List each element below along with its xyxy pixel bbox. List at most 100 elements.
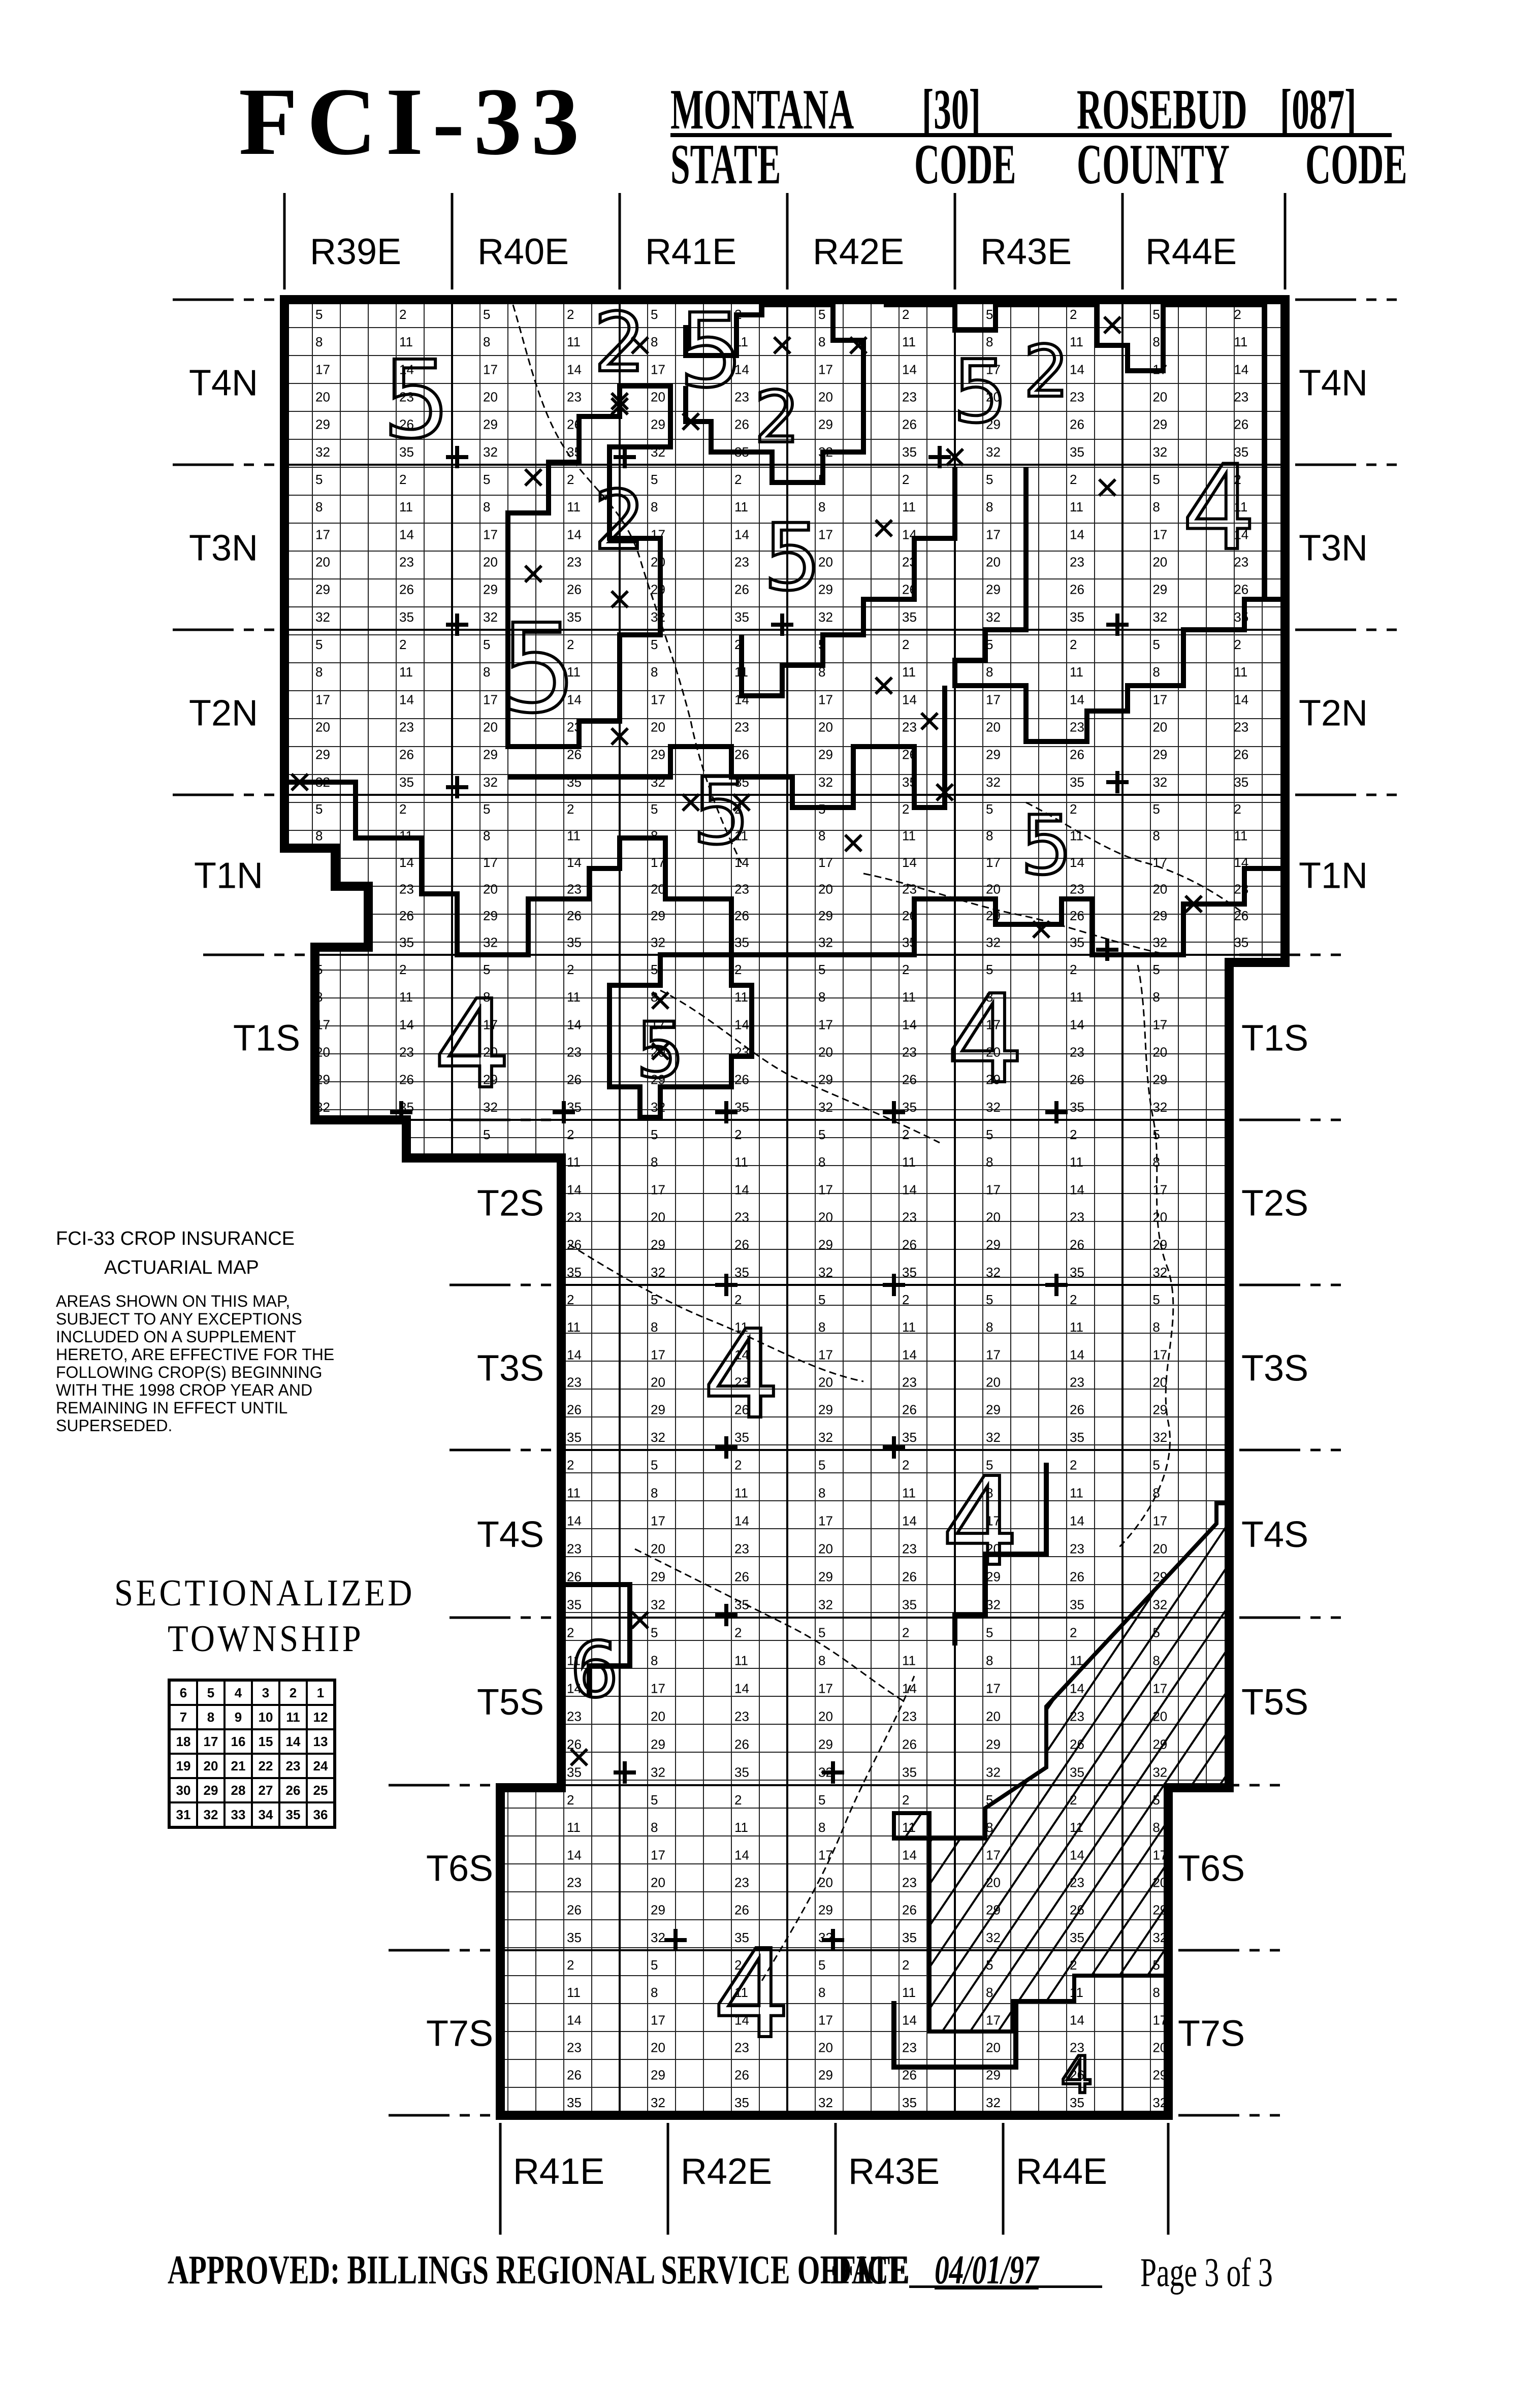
section-number-label: 2 [399, 801, 406, 817]
section-number-label: 20 [1152, 1044, 1167, 1059]
section-number-label: 2 [902, 472, 909, 487]
section-number-label: 35 [1070, 775, 1084, 790]
section-number-label: 11 [1234, 828, 1247, 843]
notes-line: WITH THE 1998 CROP YEAR AND [56, 1381, 313, 1399]
section-number-label: 2 [567, 307, 574, 322]
section-number-label: 20 [1152, 554, 1167, 569]
section-number-label: 23 [902, 1209, 917, 1224]
section-number-label: 35 [1234, 1100, 1248, 1115]
section-number-label: 29 [1152, 417, 1167, 432]
section-number-label: 2 [399, 307, 406, 322]
section-number-label: 32 [818, 1430, 833, 1445]
section-number-label: 14 [734, 527, 749, 542]
section-number-label: 23 [567, 554, 582, 569]
section-number-label: 14 [567, 1017, 582, 1032]
section-number: 25 [306, 1777, 336, 1803]
section-number-label: 8 [986, 828, 993, 843]
section-number-label: 5 [483, 1292, 490, 1307]
section-number-label: 29 [818, 582, 833, 597]
area-number: 4 [1182, 441, 1256, 576]
section-number-label: 5 [1152, 1127, 1160, 1142]
section-number-label: 26 [902, 2068, 917, 2083]
section-number-label: 14 [567, 855, 582, 870]
section-number-label: 29 [818, 1402, 833, 1417]
section-number-label: 20 [818, 389, 833, 404]
section-number-label: 14 [567, 1182, 582, 1197]
section-number-label: 35 [1070, 1100, 1084, 1115]
section-number-label: 35 [399, 444, 414, 460]
township-label-left: T2N [189, 693, 258, 734]
section-number-label: 26 [734, 1402, 749, 1417]
section-number-label: 29 [483, 1903, 498, 1918]
area-number: 5 [1020, 798, 1072, 893]
section-number: 2 [278, 1679, 308, 1706]
section-number-label: 32 [651, 1930, 665, 1945]
section-number-label: 8 [1152, 1319, 1160, 1335]
section-number-label: 5 [986, 1127, 993, 1142]
section-number-label: 17 [315, 2012, 330, 2027]
section-number-label: 17 [651, 1182, 665, 1197]
x-marker [1098, 478, 1117, 497]
township-label-left: T6S [426, 1849, 493, 1889]
section-number-label: 2 [902, 637, 909, 652]
section-number-label: 26 [1234, 582, 1248, 597]
hatch-line [1361, 1503, 1540, 2032]
section-number-label: 2 [1070, 1292, 1077, 1307]
section-number-label: 26 [902, 417, 917, 432]
section-number-label: 11 [1070, 1486, 1083, 1501]
section-number-label: 29 [818, 747, 833, 762]
section-number-label: 11 [399, 1985, 413, 2000]
section-number-label: 2 [902, 1292, 909, 1307]
section-number-label: 11 [567, 1319, 581, 1335]
section-number-label: 2 [1070, 962, 1077, 977]
section-number-label: 29 [1152, 908, 1167, 923]
section-number-label: 35 [734, 1765, 749, 1780]
x-marker [849, 336, 868, 355]
section-number: 36 [306, 1801, 336, 1828]
section-number-label: 17 [651, 1847, 665, 1862]
section-number-label: 17 [818, 855, 833, 870]
section-number-label: 23 [734, 881, 749, 896]
state-label: STATE [670, 133, 781, 196]
range-label-bottom: R42E [681, 2151, 772, 2192]
section-number-label: 5 [483, 472, 490, 487]
section-number-label: 23 [399, 1541, 414, 1557]
section-number-label: 5 [315, 1957, 323, 1973]
section-number-label: 17 [818, 1513, 833, 1529]
section-number-label: 8 [483, 664, 490, 680]
section-number-label: 35 [1070, 1597, 1084, 1613]
section-number-label: 26 [567, 1903, 582, 1918]
section-number-label: 2 [567, 472, 574, 487]
section-number-label: 17 [315, 1847, 330, 1862]
section-number-label: 32 [818, 1930, 833, 1945]
section-number-label: 26 [567, 582, 582, 597]
section-number-label: 2 [902, 1625, 909, 1640]
section-number-label: 11 [399, 1319, 413, 1335]
section-number-label: 23 [1070, 1209, 1084, 1224]
section-number-label: 8 [315, 1154, 323, 1170]
section-number-label: 29 [483, 747, 498, 762]
section-number-label: 11 [902, 989, 916, 1005]
section-number-label: 2 [1234, 307, 1241, 322]
section-number-label: 17 [1152, 1681, 1167, 1696]
section-number-label: 35 [902, 1765, 917, 1780]
section-number-label: 17 [483, 362, 498, 377]
section-number-label: 35 [1234, 2095, 1248, 2110]
section-number: 28 [223, 1777, 253, 1803]
road-line [1116, 964, 1174, 1550]
township-label-left: T1S [233, 1018, 300, 1059]
county-outline [280, 295, 1290, 2120]
section-number-label: 2 [1234, 1625, 1241, 1640]
section-number: 14 [278, 1728, 308, 1755]
x-marker [945, 447, 965, 467]
section-number-label: 5 [818, 1292, 825, 1307]
section-number-label: 23 [734, 1541, 749, 1557]
section-number-label: 5 [315, 1127, 323, 1142]
section-number-label: 11 [1070, 334, 1083, 349]
section-number-label: 2 [734, 1127, 742, 1142]
section-number-label: 23 [1070, 1044, 1084, 1059]
section-number-label: 26 [902, 1402, 917, 1417]
section-number-label: 26 [1234, 2068, 1248, 2083]
section-number-label: 11 [399, 989, 413, 1005]
section-number-label: 23 [567, 2040, 582, 2055]
